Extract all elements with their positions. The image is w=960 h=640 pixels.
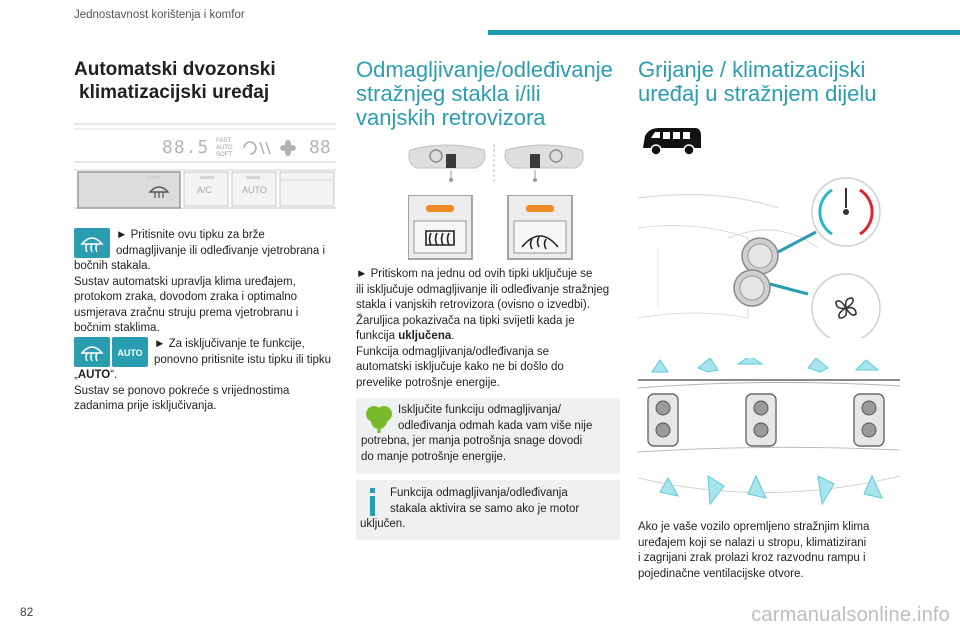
p1-line1: ► Pritisnite ovu tipku za brže [116, 229, 265, 241]
rear-defrost-line8: prevelike potrošnje energije. [356, 376, 500, 389]
p1-line2: odmagljivanje ili odleđivanje vjetrobran… [116, 244, 326, 257]
panel-defrost-button-icon [148, 186, 170, 198]
page-number: 82 [20, 605, 34, 619]
rear-climate-knobs-illustration [638, 177, 881, 338]
p1-line7: bočnim staklima. [74, 322, 160, 334]
eco-tip-box: Isključite funkciju odmagljivanja/ odleđ… [356, 398, 620, 474]
rear-defrost-line6: Funkcija odmagljivanja/odleđivanja se [356, 345, 550, 358]
eco-leaf-icon [366, 406, 392, 433]
eco-line2: odleđivanja odmah kada vam više nije [398, 419, 593, 432]
p2-line3: „AUTO“. [74, 369, 118, 381]
rear-climate-line4: pojedinačne ventilacijske otvore. [638, 567, 804, 580]
column-auto-climate: Automatski dvozonski klimatizacijski ure… [74, 58, 336, 412]
info-line1: Funkcija odmagljivanja/odleđivanja [390, 487, 568, 499]
panel-display-temp-right: 88 [309, 137, 331, 158]
ceiling-vents-illustration [638, 358, 900, 506]
panel-display-temp-left: 88.5 [162, 137, 210, 158]
p1-line3: bočnih stakala. [74, 260, 151, 272]
climate-panel-illustration [74, 120, 336, 212]
defrost-max-icon [74, 228, 110, 258]
rear-climate-line3: i zagrijani zrak prolazi kroz razvodnu r… [638, 552, 866, 564]
rear-climate-line2: uređajem koji se nalazi u stropu, klimat… [638, 536, 867, 549]
section-title-rear-climate: Grijanje / klimatizacijski uređaj u stra… [638, 57, 877, 106]
p2-line4: Sustav se ponovo pokreće s vrijednostima [74, 384, 290, 397]
heated-mirrors-illustration [408, 144, 584, 182]
panel-auto-button-label: AUTO [242, 185, 267, 195]
p1-line5: protokom zraka, dovodom zraka i optimaln… [74, 291, 298, 303]
rear-defrost-line3: stakla i vanjskih retrovizora (ovisno o … [356, 299, 590, 311]
eco-line1: Isključite funkciju odmagljivanja/ [398, 404, 561, 416]
rear-defrost-line4: Žaruljica pokazivača na tipki svijetli k… [356, 314, 575, 327]
info-line2: stakala aktivira se samo ako je motor [390, 502, 580, 515]
column-rear-defrost: Odmagljivanje/odleđivanje stražnjeg stak… [356, 57, 620, 389]
panel-ac-button-label: A/C [197, 185, 213, 195]
rear-defrost-buttons-illustration [408, 195, 573, 260]
section-title-auto-climate: Automatski dvozonski klimatizacijski ure… [74, 59, 276, 103]
defrost-max-icon-2 [74, 337, 110, 367]
watermark-text: carmanualsonline.info [751, 604, 950, 626]
p2-line2: ponovno pritisnite istu tipku ili tipku [154, 353, 332, 366]
p2-line5: zadanima prije isključivanja. [74, 400, 217, 412]
section-title-rear-defrost: Odmagljivanje/odleđivanje stražnjeg stak… [356, 57, 613, 130]
info-note-box: Funkcija odmagljivanja/odleđivanja staka… [356, 480, 620, 540]
panel-label-auto: AUTO [216, 145, 233, 151]
rear-defrost-line7: automatski isključuje kako ne bi došlo d… [356, 361, 564, 373]
p1-line6: usmjerava zračnu struju prema vjetrobran… [74, 306, 299, 319]
auto-mode-icon: AUTO [112, 337, 148, 367]
column-rear-climate: Grijanje / klimatizacijski uređaj u stra… [638, 57, 902, 580]
van-icon [643, 128, 701, 156]
info-icon [370, 488, 375, 516]
panel-label-soft: SOFT [216, 152, 232, 158]
rear-defrost-line1: ► Pritiskom na jednu od ovih tipki uklju… [356, 268, 593, 280]
p2-line1: ► Za isključivanje te funkcije, [154, 338, 305, 350]
panel-label-fast: FAST [216, 138, 232, 144]
eco-line4: do manje potrošnje energije. [361, 450, 507, 463]
eco-line3: potrebna, jer manja potrošnja snage dovo… [361, 435, 583, 447]
info-line3: uključen. [360, 518, 406, 530]
panel-mode-icons [243, 140, 296, 156]
header-accent-bar [488, 30, 960, 35]
section-header: Jednostavnost korištenja i komfor [74, 9, 245, 21]
rear-defrost-line5: funkcija uključena. [356, 330, 455, 342]
p1-line4: Sustav automatski upravlja klima uređaje… [74, 275, 296, 288]
rear-defrost-line2: ili isključuje odmagljivanje ili odleđiv… [356, 283, 610, 296]
rear-climate-line1: Ako je vaše vozilo opremljeno stražnjim … [638, 521, 870, 533]
